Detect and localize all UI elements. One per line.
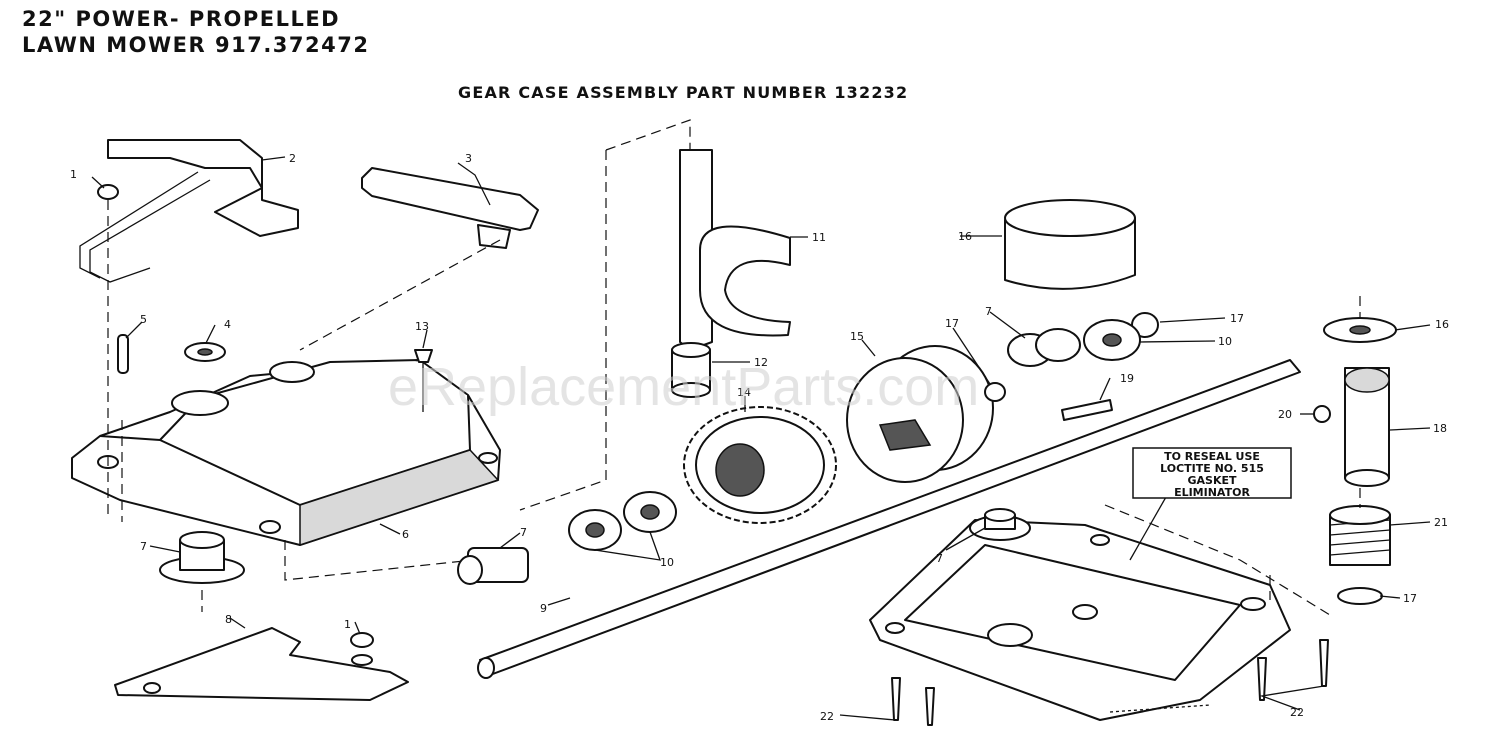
callout-7c: 7 — [520, 526, 527, 539]
callout-22b: 22 — [1290, 706, 1304, 719]
leader-lines — [91, 156, 1431, 721]
part-20-pin — [1313, 405, 1331, 423]
gear-case-base — [869, 519, 1291, 721]
part-9-axle-shaft — [477, 359, 1301, 679]
callout-1a: 1 — [70, 168, 77, 181]
note-line-3: GASKET — [1187, 474, 1237, 487]
note-line-4: ELIMINATOR — [1174, 486, 1250, 499]
part-16-washer — [1323, 317, 1397, 343]
callout-9: 9 — [540, 602, 547, 615]
part-21-worm-gear — [1329, 505, 1391, 566]
callout-21: 21 — [1434, 516, 1448, 529]
part-1-nut-b — [350, 632, 374, 666]
diagram-subtitle: GEAR CASE ASSEMBLY PART NUMBER 132232 — [458, 83, 909, 102]
callout-17a: 17 — [945, 317, 959, 330]
title-line-2: LAWN MOWER 917.372472 — [22, 33, 370, 57]
watermark: eReplacementParts.com — [388, 357, 979, 417]
part-14-gear — [683, 406, 837, 524]
part-11-shift-fork — [679, 149, 791, 351]
part-22-bolts — [891, 639, 1329, 726]
part-7-bushing-base — [969, 508, 1031, 541]
callout-22a: 22 — [820, 710, 834, 723]
callout-19: 19 — [1120, 372, 1134, 385]
callout-20: 20 — [1278, 408, 1292, 421]
part-1-nut-a — [97, 184, 119, 200]
part-5-pin — [117, 334, 129, 374]
callout-11: 11 — [812, 231, 826, 244]
part-16-sleeve — [1004, 199, 1136, 290]
note-line-1: TO RESEAL USE — [1164, 450, 1260, 463]
alignment-lines — [107, 119, 1361, 616]
sealant-note: TO RESEAL USE LOCTITE NO. 515 GASKET ELI… — [1132, 447, 1292, 499]
part-18-spline-shaft — [1344, 367, 1390, 487]
part-7-bushing-left — [159, 531, 245, 584]
callout-16a: 16 — [958, 230, 972, 243]
callout-4: 4 — [224, 318, 231, 331]
part-10-washer-left-a — [568, 509, 622, 551]
part-12-collar — [671, 342, 711, 398]
callout-numbers: 1 2 3 4 5 13 6 7 8 1 11 12 15 14 16 17 7… — [70, 152, 1449, 723]
part-17-clip-b — [984, 382, 1006, 402]
part-10-washer-right — [1083, 319, 1141, 361]
part-15-pulley — [846, 345, 994, 483]
callout-6: 6 — [402, 528, 409, 541]
callout-15: 15 — [850, 330, 864, 343]
part-13-screw — [414, 349, 433, 412]
callout-5: 5 — [140, 313, 147, 326]
callout-7a: 7 — [140, 540, 147, 553]
callout-7b: 7 — [985, 305, 992, 318]
part-10-washer-left-b — [623, 491, 677, 533]
callout-16b: 16 — [1435, 318, 1449, 331]
callout-8: 8 — [225, 613, 232, 626]
callout-14: 14 — [737, 386, 751, 399]
part-6-gear-case-cover — [71, 359, 521, 581]
title-line-1: 22" POWER- PROPELLED — [22, 7, 341, 31]
callout-1b: 1 — [344, 618, 351, 631]
part-2-bracket — [79, 139, 299, 283]
part-8-plate — [114, 627, 409, 701]
callout-18: 18 — [1433, 422, 1447, 435]
callout-12: 12 — [754, 356, 768, 369]
part-4-washer — [184, 342, 226, 362]
callout-10b: 10 — [660, 556, 674, 569]
callout-3: 3 — [465, 152, 472, 165]
part-7-bearing-front — [457, 547, 529, 585]
callout-10a: 10 — [1218, 335, 1232, 348]
callout-2: 2 — [289, 152, 296, 165]
callout-17c: 17 — [1403, 592, 1417, 605]
callout-7d: 7 — [936, 552, 943, 565]
part-17-clip-c — [1337, 587, 1383, 605]
part-3-lever — [361, 167, 539, 249]
part-19-key — [1061, 399, 1113, 421]
title-block: 22" POWER- PROPELLED LAWN MOWER 917.3724… — [22, 6, 369, 58]
callout-13: 13 — [415, 320, 429, 333]
callout-17b: 17 — [1230, 312, 1244, 325]
part-7-bushing-mid — [1007, 328, 1081, 367]
note-line-2: LOCTITE NO. 515 — [1160, 462, 1264, 475]
